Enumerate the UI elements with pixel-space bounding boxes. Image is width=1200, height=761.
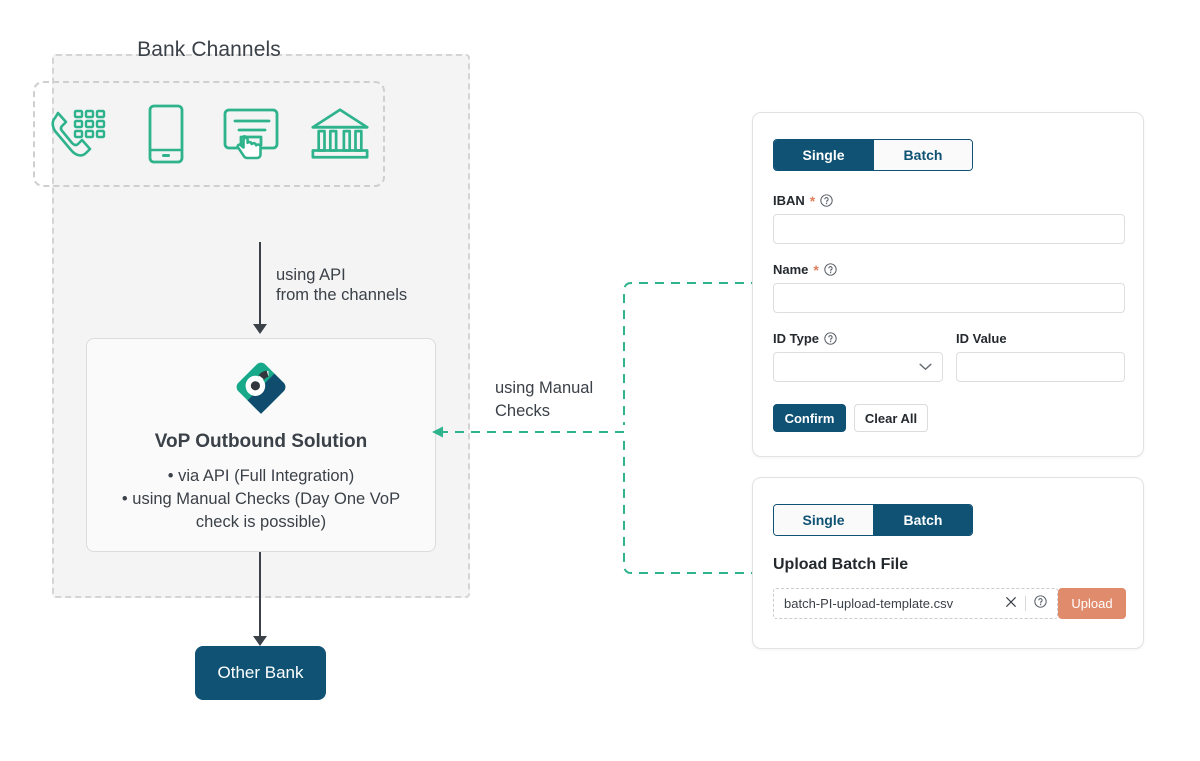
label-manual-line2: Checks — [495, 402, 551, 420]
iban-input[interactable] — [773, 214, 1125, 244]
label-manual-line1: using Manual — [495, 379, 594, 397]
iban-label: IBAN * — [773, 193, 833, 208]
id-type-label-text: ID Type — [773, 331, 819, 346]
single-check-card: Single Batch IBAN * Name * — [752, 112, 1144, 457]
confirm-button[interactable]: Confirm — [773, 404, 846, 432]
name-input[interactable] — [773, 283, 1125, 313]
chevron-down-icon — [919, 358, 932, 376]
vop-bullet-line-2: • using Manual Checks (Day One VoP — [121, 490, 401, 508]
arrow-channels-to-vop-head — [253, 324, 267, 334]
other-bank-label: Other Bank — [217, 663, 304, 682]
name-help-icon[interactable] — [824, 263, 837, 276]
iban-label-text: IBAN — [773, 193, 805, 208]
label-using-manual-checks: using Manual Checks — [495, 377, 593, 423]
mobile-phone-icon — [135, 103, 197, 165]
tab-single[interactable]: Single — [774, 140, 873, 170]
label-using-api-line1: using API — [276, 266, 346, 284]
upload-button[interactable]: Upload — [1058, 588, 1126, 619]
confirm-button-label: Confirm — [784, 410, 835, 426]
vop-outbound-solution-box: VoP Outbound Solution • via API (Full In… — [86, 338, 436, 552]
id-value-input[interactable] — [956, 352, 1125, 382]
tab-single-label: Single — [802, 147, 845, 163]
tab-batch[interactable]: Batch — [873, 140, 972, 170]
id-value-label: ID Value — [956, 331, 1007, 346]
single-card-tab-group: Single Batch — [773, 139, 973, 171]
name-label-text: Name — [773, 262, 809, 277]
online-form-click-icon — [222, 103, 284, 165]
batch-card-tab-single-label: Single — [802, 512, 845, 528]
vop-bullet-line-1: • via API (Full Integration) — [167, 467, 355, 485]
channels-icon-row — [33, 81, 385, 187]
label-using-api: using API from the channels — [276, 265, 407, 305]
batch-upload-card: Single Batch Upload Batch File batch-PI-… — [752, 477, 1144, 649]
id-type-select[interactable] — [773, 352, 943, 382]
selected-file-name: batch-PI-upload-template.csv — [784, 596, 954, 611]
other-bank-node: Other Bank — [195, 646, 326, 700]
tab-batch-label: Batch — [903, 147, 943, 163]
phone-keypad-icon — [48, 103, 110, 165]
batch-card-tab-group: Single Batch — [773, 504, 973, 536]
vop-bullets: • via API (Full Integration) • using Man… — [97, 465, 425, 534]
batch-card-tab-batch[interactable]: Batch — [873, 505, 972, 535]
vop-diamond-logo — [233, 359, 289, 415]
arrow-vop-to-other-bank-head — [253, 636, 267, 646]
clear-all-button-label: Clear All — [864, 410, 918, 426]
upload-help-icon[interactable] — [1034, 594, 1047, 613]
arrow-channels-to-vop — [259, 242, 261, 326]
iban-help-icon[interactable] — [820, 194, 833, 207]
batch-card-tab-batch-label: Batch — [903, 512, 943, 528]
vop-bullet-line-3: check is possible) — [195, 513, 327, 531]
id-value-label-text: ID Value — [956, 331, 1007, 346]
file-row-divider — [1025, 596, 1026, 611]
batch-card-tab-single[interactable]: Single — [774, 505, 873, 535]
id-type-label: ID Type — [773, 331, 837, 346]
name-label: Name * — [773, 262, 837, 277]
vop-title: VoP Outbound Solution — [154, 431, 368, 452]
name-required-asterisk: * — [813, 261, 819, 278]
upload-batch-file-title: Upload Batch File — [773, 556, 909, 573]
id-type-help-icon[interactable] — [824, 332, 837, 345]
upload-button-label: Upload — [1071, 596, 1113, 611]
arrow-vop-to-other-bank — [259, 552, 261, 638]
clear-all-button[interactable]: Clear All — [854, 404, 928, 432]
iban-required-asterisk: * — [809, 192, 816, 209]
selected-file-row[interactable]: batch-PI-upload-template.csv — [773, 588, 1058, 619]
close-x-icon[interactable] — [1005, 595, 1017, 613]
bank-building-icon — [309, 103, 371, 165]
bank-channels-title: Bank Channels — [137, 38, 281, 61]
label-using-api-line2: from the channels — [276, 286, 408, 304]
manual-checks-connector — [432, 282, 760, 574]
